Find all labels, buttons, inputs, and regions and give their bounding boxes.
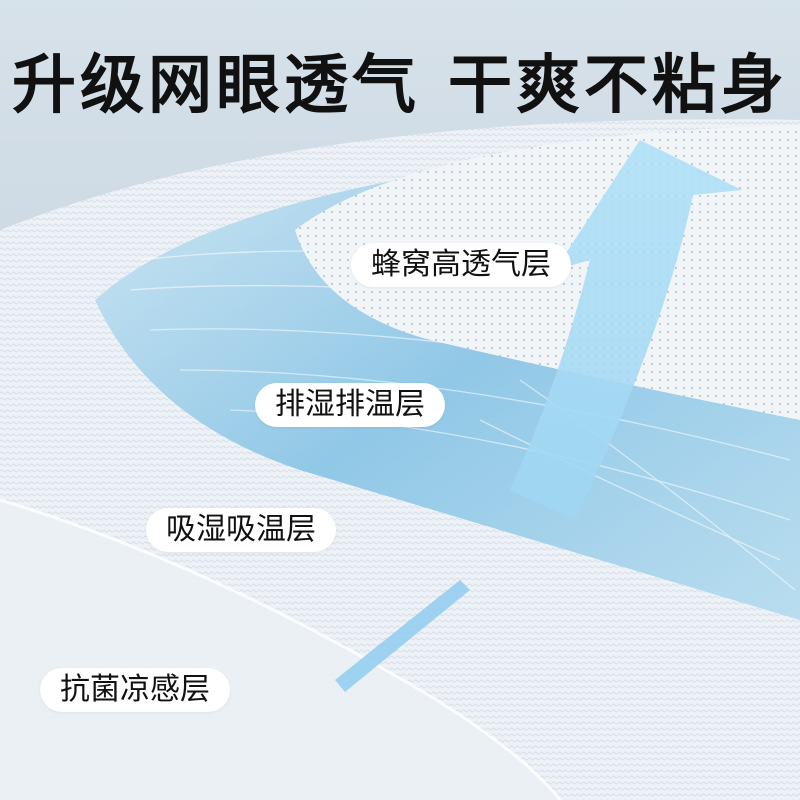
- label-absorbing-layer: 吸湿吸温层: [146, 508, 336, 552]
- headline: 升级网眼透气干爽不粘身: [0, 34, 800, 126]
- headline-part2: 干爽不粘身: [448, 49, 788, 123]
- label-wicking-layer: 排湿排温层: [255, 383, 445, 427]
- up-arrow-icon: [510, 140, 742, 520]
- label-honeycomb-layer: 蜂窝高透气层: [351, 243, 571, 287]
- arrow-lower-segment: [335, 580, 470, 692]
- headline-part1: 升级网眼透气: [12, 49, 420, 123]
- layer-front-band: [0, 500, 560, 800]
- label-antibacterial-layer: 抗菌凉感层: [40, 668, 230, 712]
